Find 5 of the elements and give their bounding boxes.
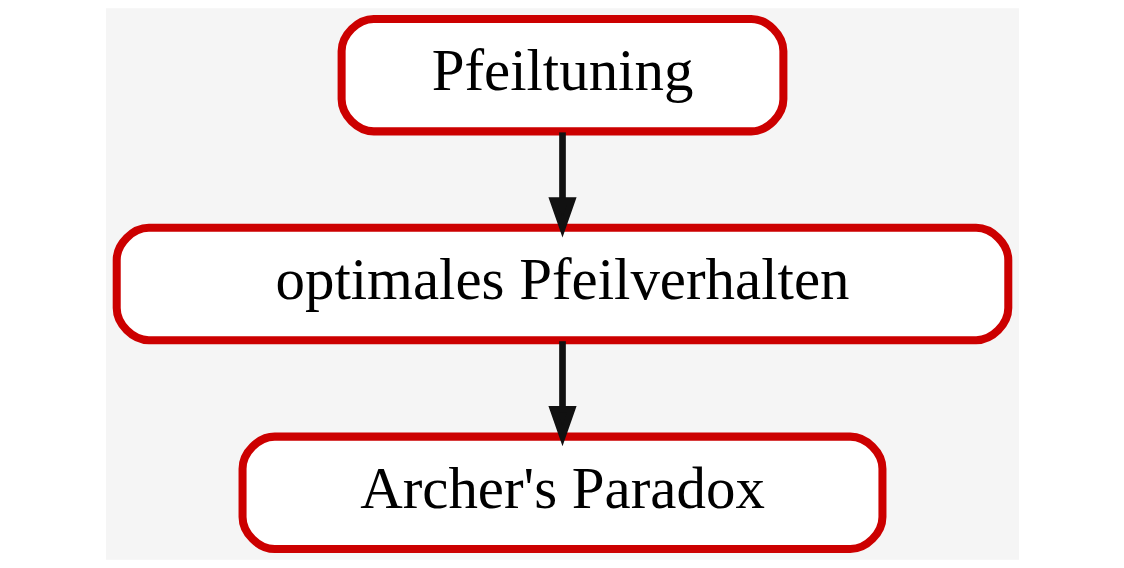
arrow xyxy=(547,132,577,238)
arrow xyxy=(547,341,577,447)
node-box: Archer's Paradox xyxy=(238,432,886,554)
node-box: optimales Pfeilverhalten xyxy=(112,223,1012,345)
node-box: Pfeiltuning xyxy=(337,14,787,136)
